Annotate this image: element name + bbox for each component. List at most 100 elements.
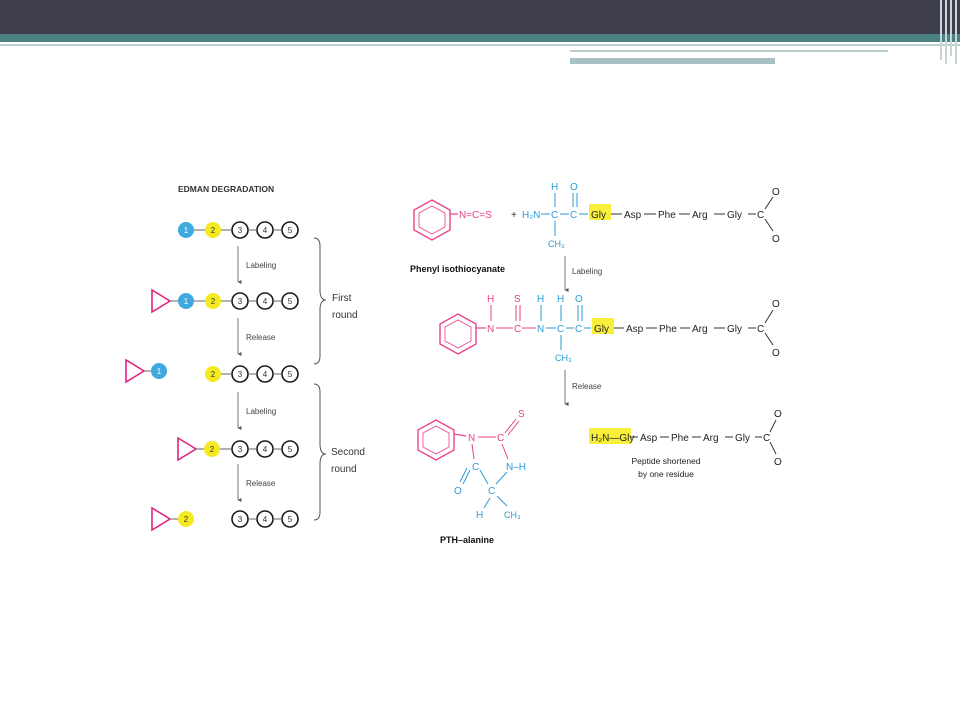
round-label: First [332,293,352,304]
svg-text:C: C [551,210,558,221]
svg-text:H: H [476,510,483,521]
slide-header [0,0,960,64]
svg-text:5: 5 [288,297,293,306]
reagent-name: Phenyl isothiocyanate [410,264,505,274]
decor-line [570,58,775,64]
pth-alanine: N C S N–H C O C H CH₃ PTH–alanine [417,409,526,545]
peptide-row-5: 2 3 4 5 [151,506,299,532]
svg-text:Asp: Asp [640,433,658,444]
svg-text:CH₃: CH₃ [548,239,565,249]
svg-text:2: 2 [211,297,216,306]
svg-text:Phe: Phe [671,433,689,444]
gly-highlight [592,318,614,334]
pitc-tag-triangle [177,436,198,462]
released-residue-2 [178,511,194,527]
svg-text:O: O [774,457,782,468]
decor-line [570,50,888,52]
svg-text:S: S [514,294,521,305]
svg-text:Gly: Gly [594,324,609,335]
benzene-ring [413,199,451,241]
step-label: Release [246,333,276,342]
round-brace [313,237,327,365]
svg-text:3: 3 [238,445,243,454]
pitc-tag-triangle [125,358,146,384]
svg-text:5: 5 [288,515,293,524]
svg-text:C: C [763,433,770,444]
svg-text:Arg: Arg [692,324,708,335]
svg-text:1: 1 [184,297,189,306]
svg-text:Arg: Arg [692,210,708,221]
edge-decoration [936,0,960,64]
svg-text:O: O [570,182,578,193]
svg-text:5: 5 [288,370,293,379]
svg-text:2: 2 [210,445,215,454]
svg-text:Gly: Gly [727,324,742,335]
svg-text:Gly: Gly [727,210,742,221]
residue-2 [204,441,220,457]
svg-text:C: C [757,210,764,221]
residue-1-label: 1 [184,226,189,235]
released-residue-1 [151,363,167,379]
round-label: round [332,310,358,321]
step-label: Release [246,479,276,488]
svg-text:C: C [497,433,504,444]
svg-text:Asp: Asp [626,324,644,335]
round-label: Second [331,447,365,458]
reaction-row-1: N=C=S + Phenyl isothiocyanate H₂N C H CH… [410,182,780,274]
residue-5-label: 5 [288,226,293,235]
residue-3-label: 3 [238,226,243,235]
pitc-tag-triangle [151,288,172,314]
plus-sign: + [511,210,517,221]
pitc-tag-triangle [151,506,172,532]
svg-text:4: 4 [263,445,268,454]
benzene-ring [417,419,455,461]
product-caption: Peptide shortened [632,456,701,466]
product-caption: by one residue [638,469,694,479]
svg-text:Asp: Asp [624,210,642,221]
svg-text:O: O [772,187,780,198]
svg-text:N: N [487,324,494,335]
svg-text:O: O [772,234,780,245]
svg-text:3: 3 [238,515,243,524]
svg-text:H₂N—Gly: H₂N—Gly [591,433,634,444]
svg-text:Arg: Arg [703,433,719,444]
h2n-gly-highlight [589,428,631,444]
peptide-row-3: 1 2 3 4 5 [125,358,299,384]
edman-scheme: EDMAN DEGRADATION 1 2 3 4 5 Labeling 1 [125,184,365,532]
step-label: Labeling [572,267,602,276]
gly-highlight [589,204,611,220]
svg-text:H: H [537,294,544,305]
svg-text:O: O [575,294,583,305]
residue-2 [205,293,221,309]
benzene-ring [439,313,477,355]
svg-text:2: 2 [184,515,189,524]
step-label: Release [572,382,602,391]
accent-line [0,44,960,46]
svg-text:C: C [472,462,479,473]
residue-2 [205,222,221,238]
svg-text:O: O [774,409,782,420]
svg-text:3: 3 [238,297,243,306]
residue-2 [205,366,221,382]
svg-text:H: H [551,182,558,193]
svg-text:N: N [468,433,475,444]
svg-text:C: C [757,324,764,335]
svg-text:O: O [772,299,780,310]
svg-text:N–H: N–H [506,462,526,473]
svg-text:Gly: Gly [735,433,750,444]
pth-name: PTH–alanine [440,535,494,545]
svg-text:4: 4 [263,370,268,379]
step-label: Labeling [246,407,276,416]
residue-2-label: 2 [211,226,216,235]
accent-band [0,34,960,42]
reagent-formula: N=C=S [459,210,492,221]
edman-chemistry: N=C=S + Phenyl isothiocyanate H₂N C H CH… [410,182,782,545]
svg-text:Phe: Phe [659,324,677,335]
residue-1 [178,293,194,309]
svg-text:4: 4 [263,515,268,524]
svg-text:O: O [772,348,780,359]
svg-text:CH₃: CH₃ [555,353,572,363]
residue-1 [178,222,194,238]
residue-4-label: 4 [263,226,268,235]
